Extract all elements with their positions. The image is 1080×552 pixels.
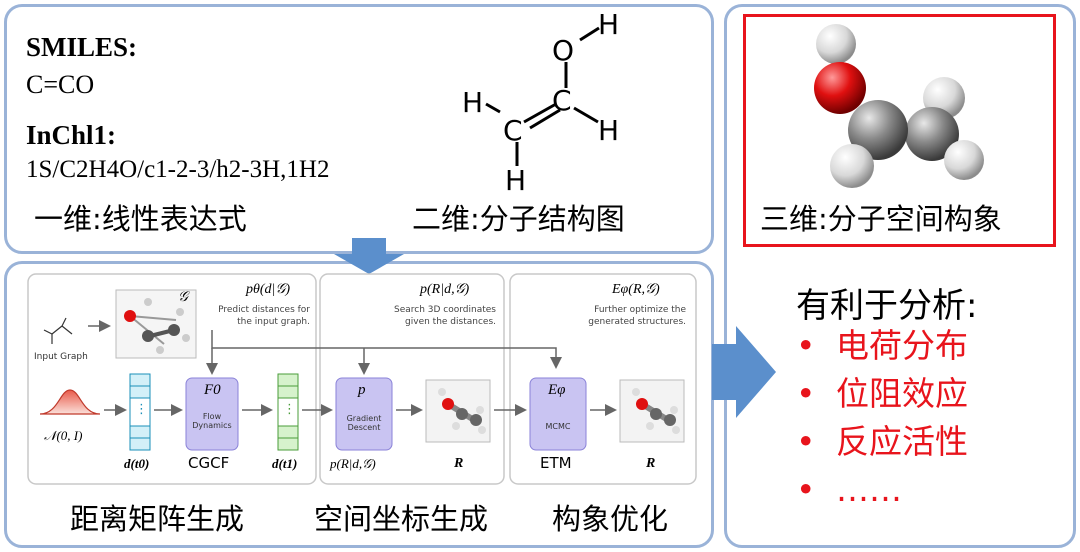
gd-label: p(R|d,𝒢)	[330, 456, 376, 471]
vdots-d0: ⋮	[135, 402, 148, 417]
right-panel	[724, 4, 1076, 548]
caption-distance: 距离矩阵生成	[70, 502, 245, 536]
smiles-label: SMILES:	[26, 32, 138, 62]
mcmc-symbol: Eφ	[548, 382, 566, 398]
caption-2d: 二维:分子结构图	[412, 202, 625, 236]
atom-o: O	[552, 34, 575, 67]
atom-c-left: C	[503, 114, 523, 147]
r-label-1: R	[454, 456, 464, 471]
input-graph-label: Input Graph	[34, 352, 88, 362]
caption-3d: 三维:分子空间构象	[760, 202, 1002, 236]
atom-h-right: H	[598, 114, 620, 147]
atom-h-bottom: H	[505, 164, 527, 197]
inchi-value: 1S/C2H4O/c1-2-3/h2-3H,1H2	[26, 156, 330, 183]
atom-h-left: H	[462, 86, 484, 119]
analysis-list: •电荷分布 •位阻效应 •反应活性 •……	[796, 322, 968, 514]
stage3-formula: Eφ(R,𝒢)	[612, 282, 660, 297]
vdots-d1: ⋮	[283, 402, 296, 417]
caption-1d: 一维:线性表达式	[34, 202, 247, 236]
atom-h-top: H	[598, 8, 620, 41]
list-item: •……	[796, 470, 902, 509]
caption-coordinates: 空间坐标生成	[314, 502, 489, 536]
etm-label: ETM	[540, 454, 572, 472]
stage1-formula: pθ(d|𝒢)	[246, 282, 291, 297]
smiles-value: C=CO	[26, 70, 95, 99]
inchi-label: InChl1:	[26, 120, 117, 150]
cgcf-label: CGCF	[188, 454, 230, 472]
list-item: •反应活性	[796, 422, 968, 461]
stage2-formula: p(R|d,𝒢)	[420, 282, 470, 297]
analysis-title: 有利于分析:	[796, 286, 978, 326]
d0-label: d(t0)	[124, 456, 150, 471]
atom-c-right: C	[552, 84, 572, 117]
mcmc-text: MCMC	[545, 422, 571, 431]
caption-conformer: 构象优化	[552, 502, 669, 536]
top-panel	[4, 4, 714, 254]
list-item: •电荷分布	[796, 326, 968, 365]
conformer-3d-frame	[743, 14, 1056, 247]
noise-label: 𝒩(0, I)	[44, 428, 83, 443]
flow-symbol: F0	[204, 382, 221, 398]
graph-g-label: 𝒢	[178, 290, 188, 305]
r-label-2: R	[646, 456, 656, 471]
gd-symbol: p	[358, 382, 366, 398]
list-item: •位阻效应	[796, 374, 968, 413]
d1-label: d(t1)	[272, 456, 298, 471]
